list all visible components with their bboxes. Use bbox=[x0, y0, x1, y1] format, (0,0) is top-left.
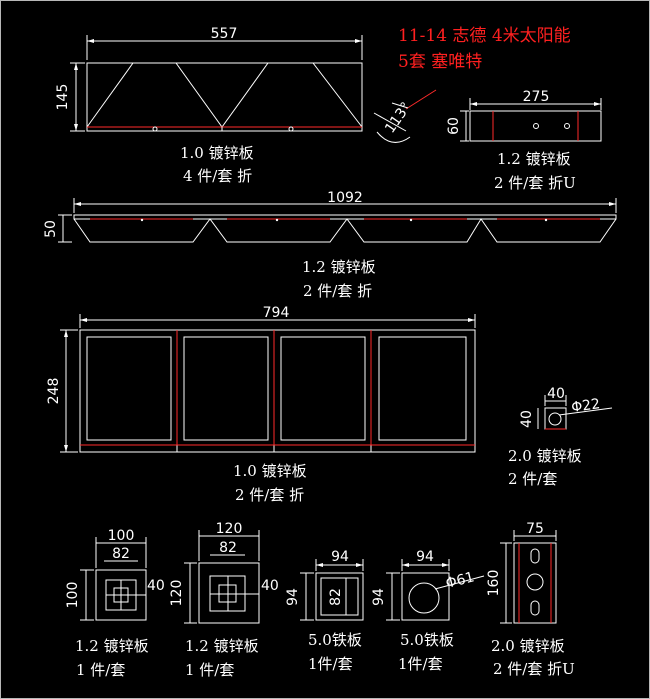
part5-hole bbox=[548, 412, 562, 426]
part3-qty: 2 件/套 折 bbox=[303, 282, 372, 300]
part9-width-dim: 94 bbox=[416, 549, 434, 565]
part6-inner-dim: 82 bbox=[112, 546, 130, 562]
part5-outline bbox=[544, 407, 567, 430]
part7-square-plate: 120 82 120 40 1.2 镀锌板 1 件/套 bbox=[169, 521, 279, 679]
part4-window bbox=[280, 336, 366, 441]
part1-trapezoid-panel: 557 145 1.0 镀锌板 4 件/套 折 bbox=[55, 26, 363, 185]
part5-material: 2.0 镀锌板 bbox=[508, 447, 582, 465]
part8-width-dim: 94 bbox=[331, 549, 349, 565]
part10-width-dim: 75 bbox=[526, 521, 544, 537]
part4-height-dim: 248 bbox=[46, 378, 62, 405]
part10-outline bbox=[513, 542, 557, 624]
part5-width-dim: 40 bbox=[547, 386, 565, 402]
part10-material: 2.0 镀锌板 bbox=[491, 637, 565, 655]
part5-qty: 2 件/套 bbox=[508, 470, 557, 488]
order-title-line1: 11-14 志德 4米太阳能 bbox=[398, 26, 571, 46]
part6-outer-dim: 100 bbox=[108, 528, 135, 544]
part5-small-bracket: 40 40 Φ22 2.0 镀锌板 2 件/套 bbox=[508, 386, 613, 488]
part8-inner-dim: 82 bbox=[328, 588, 344, 606]
part9-qty: 1件/套 bbox=[398, 655, 443, 673]
part1-qty: 4 件/套 折 bbox=[183, 167, 252, 185]
part3-width-dim: 1092 bbox=[327, 190, 363, 206]
part2-outline bbox=[469, 110, 602, 142]
part4-outline bbox=[79, 329, 476, 446]
part7-side-dim: 120 bbox=[169, 580, 185, 607]
part10-slot bbox=[530, 600, 540, 616]
part1-height-dim: 145 bbox=[55, 84, 71, 111]
part4-width-dim: 794 bbox=[263, 305, 290, 321]
part3-height-dim: 50 bbox=[43, 220, 59, 238]
part2-hole bbox=[533, 123, 539, 129]
part7-material: 1.2 镀锌板 bbox=[185, 637, 259, 655]
part7-qty: 1 件/套 bbox=[185, 661, 234, 679]
part2-hole bbox=[564, 123, 570, 129]
part1-width-dim: 557 bbox=[211, 26, 238, 42]
bend-angle-detail: 113° bbox=[373, 89, 437, 143]
bend-angle-label: 113° bbox=[382, 99, 414, 136]
part7-offset-dim: 40 bbox=[261, 578, 279, 594]
part4-window bbox=[183, 336, 269, 441]
part4-material: 1.0 镀锌板 bbox=[233, 462, 307, 480]
part9-material: 5.0铁板 bbox=[400, 631, 454, 649]
part10-hole bbox=[526, 573, 544, 591]
part9-hole-dim: Φ61 bbox=[444, 569, 476, 592]
part2-material: 1.2 镀锌板 bbox=[497, 150, 571, 168]
part5-height-dim: 40 bbox=[519, 410, 535, 428]
part1-trapezoid-lines bbox=[86, 62, 363, 128]
part10-slot bbox=[530, 548, 540, 564]
part5-hole-dim: Φ22 bbox=[570, 396, 601, 416]
part7-outline bbox=[198, 562, 260, 624]
part6-offset-dim: 40 bbox=[147, 578, 165, 594]
part6-qty: 1 件/套 bbox=[76, 661, 125, 679]
part1-outline bbox=[86, 62, 363, 132]
part3-long-strip: 1092 50 1.2 镀锌板 2 件/套 折 bbox=[43, 190, 617, 300]
part4-window bbox=[86, 336, 172, 441]
part8-outline bbox=[315, 572, 364, 621]
part2-width-dim: 275 bbox=[523, 89, 550, 105]
part4-qty: 2 件/套 折 bbox=[235, 486, 304, 504]
part2-qty: 2 件/套 折U bbox=[494, 174, 576, 192]
part6-side-dim: 100 bbox=[65, 582, 81, 609]
part3-material: 1.2 镀锌板 bbox=[302, 258, 376, 276]
part4-window bbox=[378, 336, 467, 441]
part8-steel-plate: 94 94 82 5.0铁板 1件/套 bbox=[285, 549, 364, 673]
part8-qty: 1件/套 bbox=[308, 655, 353, 673]
part4-four-window-panel: 794 248 1.0 镀锌板 2 件/套 折 bbox=[46, 305, 476, 504]
part9-steel-plate-hole: 94 94 Φ61 5.0铁板 1件/套 bbox=[371, 549, 485, 673]
part9-outline bbox=[401, 572, 450, 621]
part8-height-dim: 94 bbox=[285, 588, 301, 606]
part7-outer-dim: 120 bbox=[216, 521, 243, 537]
part10-u-bracket: 75 160 2.0 镀锌板 2 件/套 折U bbox=[486, 521, 575, 678]
part1-material: 1.0 镀锌板 bbox=[180, 144, 254, 162]
part9-hole bbox=[408, 582, 440, 614]
part7-inner-dim: 82 bbox=[219, 540, 237, 556]
part1-hole bbox=[152, 126, 158, 132]
part6-square-plate: 100 82 100 40 1.2 镀锌板 1 件/套 bbox=[65, 528, 165, 679]
part9-height-dim: 94 bbox=[371, 588, 387, 606]
part6-material: 1.2 镀锌板 bbox=[75, 637, 149, 655]
part1-hole bbox=[288, 126, 294, 132]
part10-qty: 2 件/套 折U bbox=[493, 660, 575, 678]
order-title-line2: 5套 塞唯特 bbox=[398, 52, 482, 72]
part3-outline bbox=[73, 218, 617, 243]
part10-height-dim: 160 bbox=[486, 570, 502, 597]
part2-u-channel: 275 60 1.2 镀锌板 2 件/套 折U bbox=[446, 89, 602, 192]
part8-material: 5.0铁板 bbox=[308, 631, 362, 649]
part2-height-dim: 60 bbox=[446, 117, 462, 135]
